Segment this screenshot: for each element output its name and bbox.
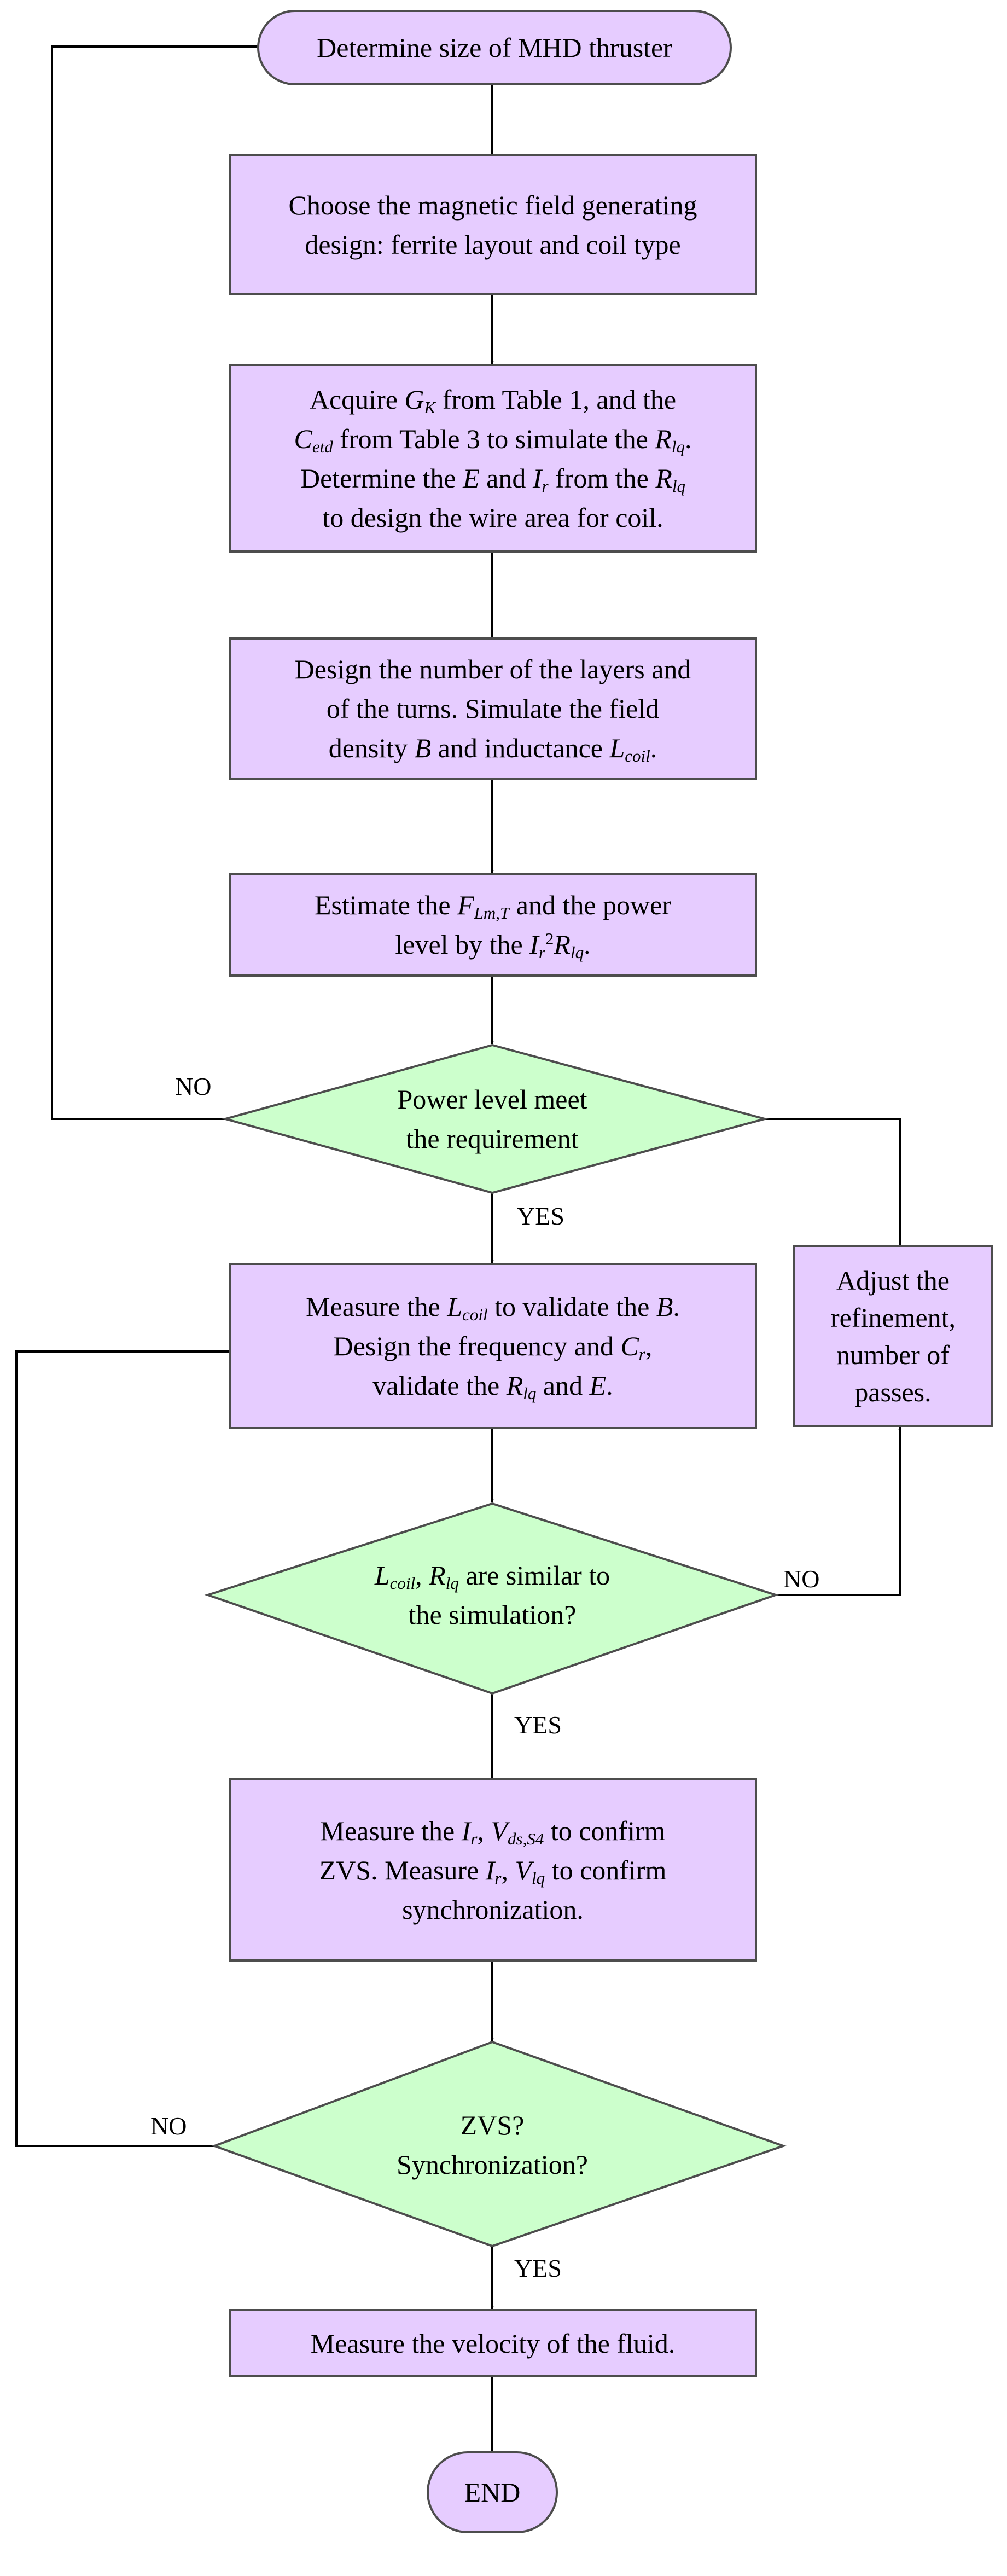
label-yes-power: YES [517,1202,564,1230]
estimate-line-1: Estimate the FLm,T and the power [315,890,671,923]
measure-ir-line-1: Measure the Ir, Vds,S4 to confirm [320,1815,666,1848]
velocity-text: Measure the velocity of the fluid. [310,2328,676,2359]
start-text: Determine size of MHD thruster [317,32,672,63]
decision-power-shape [221,1043,769,1194]
zvs-line-1: ZVS? [460,2110,525,2140]
zvs-line-2: Synchronization? [397,2149,588,2180]
power-line-1: Power level meet [397,1084,587,1115]
choose-line-1: Choose the magnetic field generating [288,190,697,221]
layers-line-3: density B and inductance Lcoil. [328,733,657,765]
step-measure-velocity: Measure the velocity of the fluid. [229,2309,757,2377]
end-terminal: END [427,2451,558,2533]
label-no-zvs: NO [150,2112,187,2140]
measure-l-line-1: Measure the Lcoil to validate the B. [306,1291,680,1324]
layers-line-1: Design the number of the layers and [294,654,691,684]
estimate-line-2: level by the Ir2Rlq. [395,929,591,962]
power-line-2: the requirement [406,1123,579,1154]
step-adjust: Adjust the refinement, number of passes. [793,1245,993,1427]
measure-ir-line-2: ZVS. Measure Ir, Vlq to confirm [319,1854,667,1888]
step-measure-ir: Measure the Ir, Vds,S4 to confirm ZVS. M… [229,1778,757,1962]
label-yes-similar: YES [514,1711,562,1739]
acquire-line-3: Determine the E and Ir from the Rlq [300,462,686,496]
edge-zvs-no-loop [15,1350,229,2147]
step-measure-lcoil: Measure the Lcoil to validate the B. Des… [229,1263,757,1429]
measure-l-line-3: validate the Rlq and E. [372,1370,613,1403]
adjust-line-3: number of [836,1339,950,1370]
edge-adjust-back [765,1117,901,1245]
decision-power: Power level meet the requirement [306,1072,678,1165]
adjust-line-2: refinement, [830,1302,956,1333]
edge-similar-no [776,1427,901,1596]
decision-similar: Lcoil, Rlq are similar to the simulation… [306,1548,678,1641]
label-no-power: NO [175,1072,212,1100]
measure-ir-line-3: synchronization. [402,1894,584,1925]
step-choose-design: Choose the magnetic field generating des… [229,154,757,295]
end-text: END [464,2477,521,2508]
label-yes-zvs: YES [514,2254,562,2282]
similar-line-2: the simulation? [408,1599,577,1630]
step-design-layers: Design the number of the layers and of t… [229,637,757,780]
step-estimate: Estimate the FLm,T and the power level b… [229,873,757,977]
label-no-similar: NO [783,1565,820,1593]
acquire-line-4: to design the wire area for coil. [322,502,663,533]
decision-zvs-shape [211,2040,787,2248]
decision-similar-shape [204,1502,779,1695]
decision-zvs: ZVS? Synchronization? [306,2098,678,2191]
edge-power-no-loop [51,45,265,1120]
step-acquire: Acquire GK from Table 1, and the Cetd fr… [229,364,757,553]
acquire-line-2: Cetd from Table 3 to simulate the Rlq. [294,423,692,456]
adjust-line-4: passes. [854,1376,932,1407]
start-terminal: Determine size of MHD thruster [257,10,732,85]
similar-line-1: Lcoil, Rlq are similar to [374,1560,610,1593]
choose-line-2: design: ferrite layout and coil type [305,229,681,260]
acquire-line-1: Acquire GK from Table 1, and the [309,384,677,417]
measure-l-line-2: Design the frequency and Cr, [333,1331,653,1364]
adjust-line-1: Adjust the [836,1264,950,1296]
layers-line-2: of the turns. Simulate the field [326,693,660,724]
